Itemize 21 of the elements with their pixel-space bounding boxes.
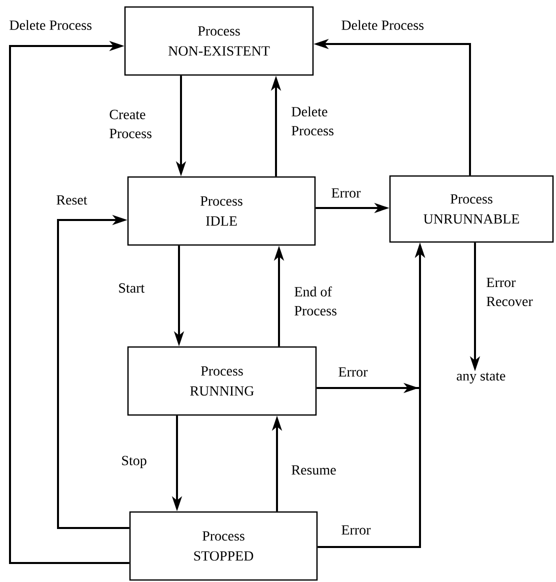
edge-label: Start [119, 283, 145, 293]
edge-label: Create Process [110, 110, 152, 138]
state-box: Process STOPPED [129, 511, 318, 581]
edge-label: Resume [292, 465, 336, 475]
edge-label: Error [342, 525, 371, 535]
state-box: Process UNRUNNABLE [389, 175, 554, 243]
edge-label: Error [332, 188, 361, 198]
arrow [57, 214, 130, 529]
edge-label: Delete Process [342, 20, 424, 30]
edge-label: Reset [56, 195, 88, 205]
state-box: Process RUNNING [127, 346, 317, 416]
edge-label: Stop [122, 456, 146, 468]
edge-label: Error [338, 367, 368, 377]
arrow [9, 40, 130, 564]
edge-label: Delete Process [292, 106, 334, 136]
edge-label: Delete Process [10, 20, 92, 30]
edge-label: Error Recover [486, 278, 533, 306]
edge-label: End of Process [294, 286, 336, 316]
state-text: any state [456, 372, 506, 384]
state-box: Process IDLE [127, 176, 316, 246]
state-box: Process NON-EXISTENT [124, 6, 314, 76]
